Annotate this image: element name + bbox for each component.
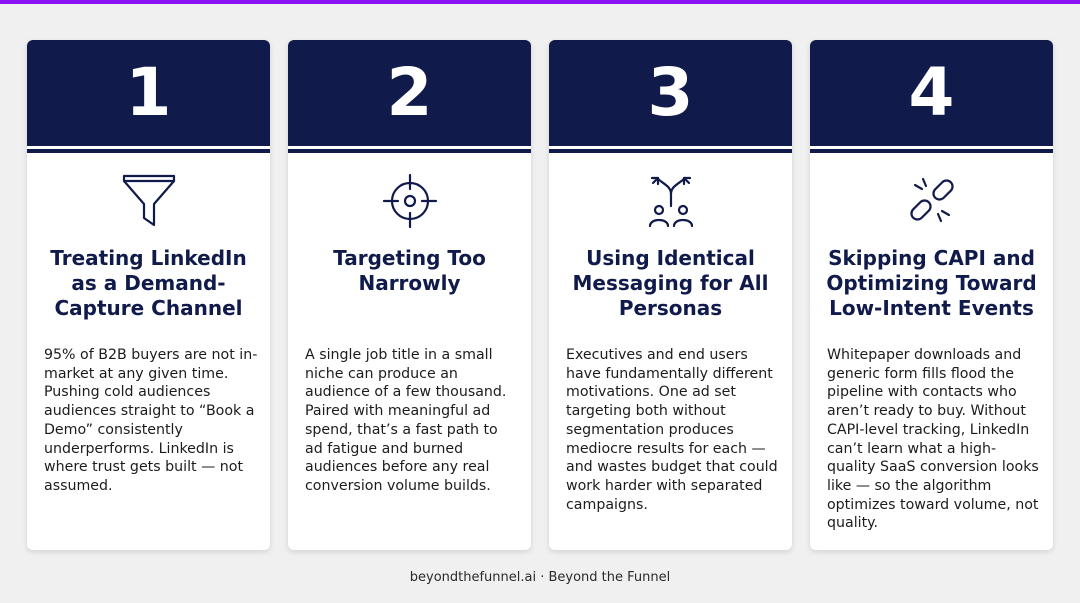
card-divider [288,149,531,153]
card-number: 2 [386,54,433,131]
card-header: 4 [810,40,1053,146]
card-title: Treating LinkedIn as a Demand-Capture Ch… [50,246,247,320]
crosshair-target-icon [380,170,440,230]
card-header: 1 [27,40,270,146]
top-accent-bar [0,0,1080,4]
card-number: 1 [125,54,172,131]
footer-credit: beyondthefunnel.ai · Beyond the Funnel [409,570,671,585]
card-divider [549,149,792,153]
card-header: 2 [288,40,531,146]
card-body: 95% of B2B buyers are not in-market at a… [44,347,258,494]
card-number: 3 [647,54,694,131]
funnel-icon [119,170,179,230]
broken-link-icon [902,170,962,230]
card-4: 4 Skipping CAPI and Optimizing Toward Lo… [810,40,1053,550]
card-title: Using Identical Messaging for All Person… [572,246,769,320]
card-divider [810,149,1053,153]
card-body: Executives and end users have fundamenta… [566,347,778,513]
card-header: 3 [549,40,792,146]
card-body: A single job title in a small niche can … [305,347,507,494]
card-2: 2 Targeting Too Narrowly A single job ti… [288,40,531,550]
card-body: Whitepaper downloads and generic form fi… [827,347,1039,532]
card-3: 3 Using Identical Messaging for All Pers… [549,40,792,550]
card-number: 4 [908,54,955,131]
card-divider [27,149,270,153]
card-1: 1 Treating LinkedIn as a Demand-Capture … [27,40,270,550]
diverging-personas-icon [641,170,701,230]
card-title: Skipping CAPI and Optimizing Toward Low-… [826,246,1037,320]
card-title: Targeting Too Narrowly [333,246,486,295]
